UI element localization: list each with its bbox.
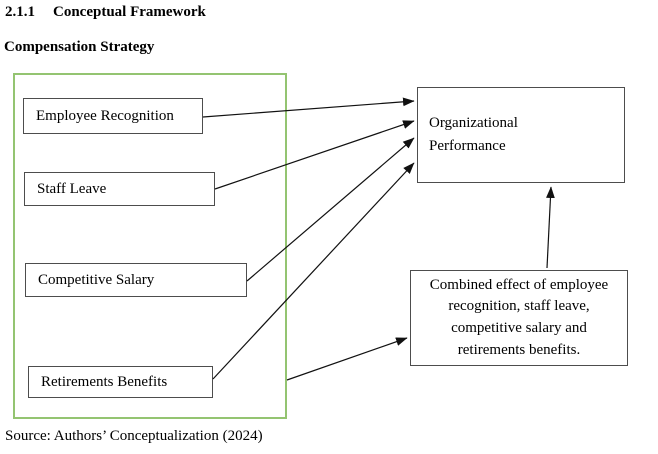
factor-label: Competitive Salary [38, 271, 155, 288]
factor-label: Retirements Benefits [41, 373, 168, 390]
factor-box-staff-leave: Staff Leave [24, 172, 215, 206]
factor-box-competitive-salary: Competitive Salary [25, 263, 247, 297]
section-number: 2.1.1 [5, 4, 35, 20]
factor-box-employee-recognition: Employee Recognition [23, 98, 203, 134]
outcome-label: Organizational Performance [429, 114, 518, 154]
source-note: Source: Authors’ Conceptualization (2024… [5, 428, 263, 444]
outcome-box-organizational-performance: Organizational Performance [417, 87, 625, 183]
mediator-label: Combined effect of employee recognition,… [429, 276, 609, 358]
factor-label: Staff Leave [37, 180, 107, 197]
diagram-subtitle: Compensation Strategy [4, 39, 155, 55]
section-heading: 2.1.1 Conceptual Framework [5, 4, 206, 21]
arrow-mediator-to-outcome [546, 186, 555, 269]
factor-label: Employee Recognition [36, 107, 174, 124]
arrow-group-to-mediator [286, 337, 408, 381]
section-title: Conceptual Framework [53, 4, 206, 20]
factor-box-retirements-benefits: Retirements Benefits [28, 366, 213, 398]
mediator-box-combined-effect: Combined effect of employee recognition,… [410, 270, 628, 366]
